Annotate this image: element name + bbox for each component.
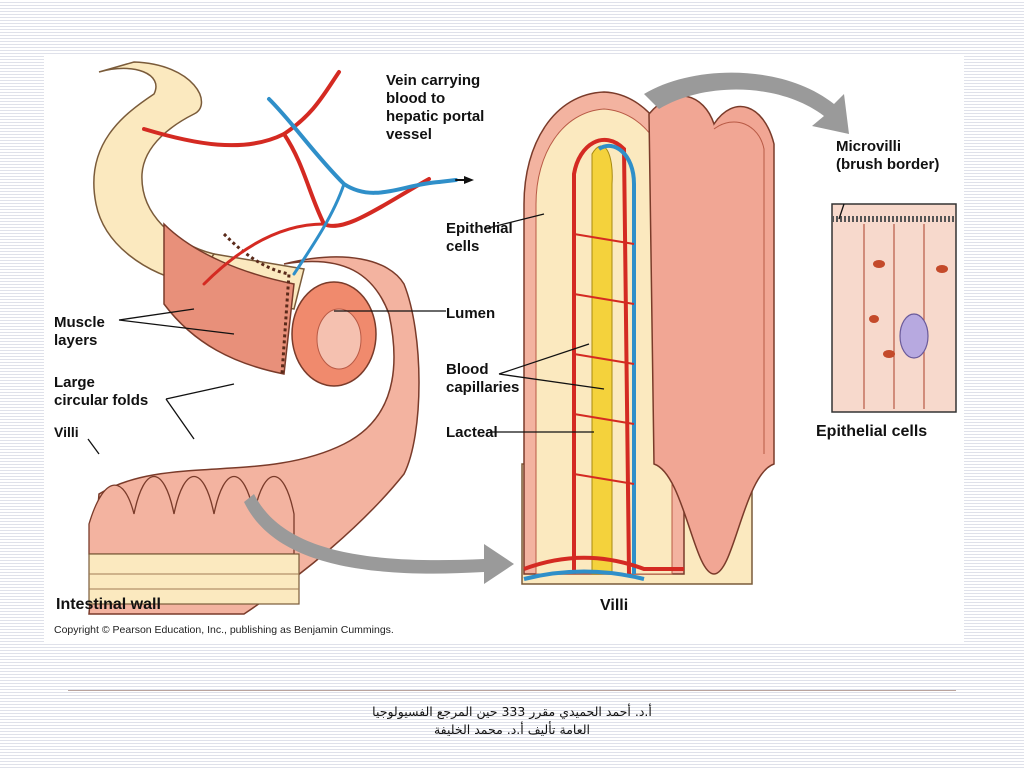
- label-lumen: Lumen: [446, 305, 496, 322]
- footer-credit: أ.د. أحمد الحميدي مقرر 333 حين المرجع ال…: [0, 703, 1024, 739]
- label-muscle-layers: Muscle layers: [54, 314, 105, 349]
- caption-intestinal-wall: Intestinal wall: [56, 596, 161, 613]
- caption-villi: Villi: [600, 597, 629, 614]
- label-microvilli: Microvilli (brush border): [836, 138, 940, 173]
- diagram-figure: Vein carrying blood to hepatic portal ve…: [44, 54, 964, 644]
- footer-line-2: العامة تأليف أ.د. محمد الخليفة: [433, 722, 591, 737]
- label-circular-folds: Large circular folds: [54, 374, 149, 409]
- copyright-text: Copyright © Pearson Education, Inc., pub…: [54, 624, 394, 636]
- gray-arrows: [244, 72, 849, 584]
- label-vein: Vein carrying blood to hepatic portal ve…: [386, 72, 485, 143]
- label-epithelial-cells: Epithelial cells: [446, 220, 513, 255]
- villus-block: [521, 91, 775, 585]
- caption-epithelial-cells: Epithelial cells: [816, 423, 928, 440]
- label-blood-capillaries: Blood capillaries: [446, 361, 520, 396]
- epithelial-cells-inset: [831, 203, 957, 413]
- label-lacteal: Lacteal: [446, 424, 498, 441]
- footer-divider: [68, 690, 956, 691]
- anatomy-illustration: [87, 61, 957, 615]
- footer-line-1: أ.د. أحمد الحميدي مقرر 333 حين المرجع ال…: [372, 704, 652, 719]
- label-villi-small: Villi: [54, 424, 79, 440]
- leader-lines: [87, 203, 845, 455]
- blood-vessels: [142, 70, 474, 286]
- intestine-tube: [88, 61, 420, 615]
